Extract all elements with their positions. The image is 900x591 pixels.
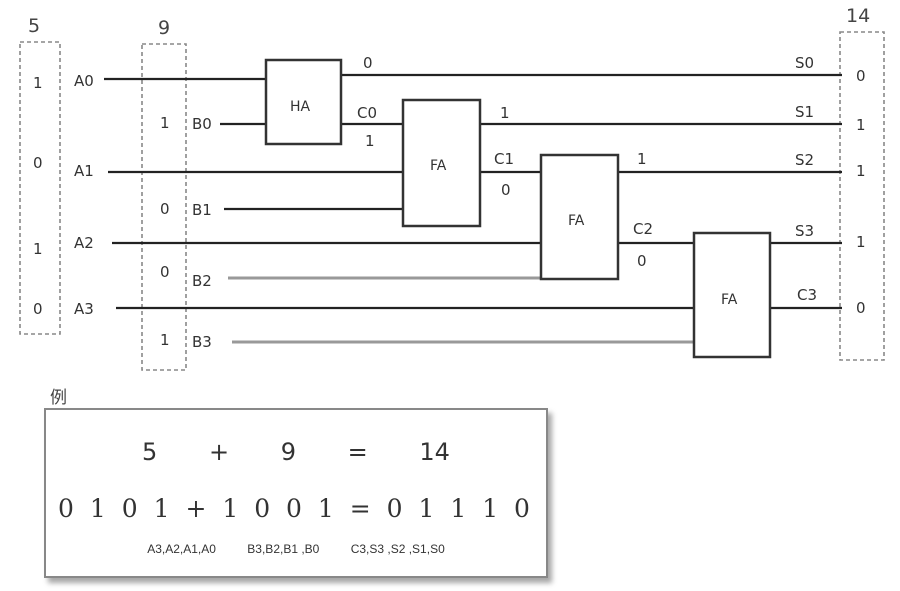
a-bit: 0 — [33, 300, 43, 318]
a-decimal: 5 — [28, 15, 40, 37]
sum-bit: 1 — [856, 233, 866, 251]
full-adder-gate-1 — [401, 98, 482, 228]
sum-bit: 0 — [856, 67, 866, 85]
b-bit: 1 — [160, 114, 170, 132]
carry-label: C2 — [633, 220, 653, 238]
output-label: C3 — [797, 286, 817, 304]
gate-label: FA — [721, 292, 738, 308]
gate-label: FA — [430, 158, 447, 174]
a-bit: 1 — [33, 240, 43, 258]
output-label: S3 — [795, 222, 814, 240]
bit-labels: A3,A2,A1,A0 — [147, 542, 216, 556]
wire-value: 1 — [365, 132, 375, 150]
sum-bit: 1 — [856, 162, 866, 180]
gate-label: FA — [568, 213, 585, 229]
decimal-term: 5 — [142, 438, 158, 466]
full-adder-gate-3 — [692, 231, 772, 359]
equals-sign: = — [347, 438, 368, 466]
wire-value: 0 — [501, 181, 511, 199]
sum-decimal: 14 — [846, 5, 870, 27]
bit-labels: B3,B2,B1 ,B0 — [247, 542, 320, 556]
b-bit: 0 — [160, 200, 170, 218]
binary-equation: 0 1 0 1 + 1 0 0 1 = 0 1 1 1 0 — [58, 494, 534, 523]
half-adder-gate — [264, 58, 343, 146]
b-label: B2 — [192, 272, 212, 290]
decimal-term: 14 — [419, 438, 450, 466]
wire-value: 0 — [637, 252, 647, 270]
bit-labels: C3,S3 ,S2 ,S1,S0 — [350, 542, 445, 556]
a-label: A0 — [74, 72, 94, 90]
example-box: 5 + 9 = 14 0 1 0 1 + 1 0 0 1 = 0 1 1 1 0… — [44, 408, 548, 578]
decimal-term: 9 — [280, 438, 296, 466]
output-label: S0 — [795, 54, 814, 72]
a-bit: 1 — [33, 74, 43, 92]
carry-label: C0 — [357, 104, 377, 122]
output-label: S1 — [795, 103, 814, 121]
gate-label: HA — [290, 99, 311, 115]
a-input-group — [19, 41, 61, 335]
a-label: A2 — [74, 234, 94, 252]
wire-value: 1 — [500, 104, 510, 122]
example-title: 例 — [50, 388, 67, 408]
b-input-group — [141, 43, 187, 371]
b-label: B3 — [192, 333, 212, 351]
b-bit: 0 — [160, 263, 170, 281]
wire-value: 0 — [363, 54, 373, 72]
a-bit: 0 — [33, 154, 43, 172]
plus-sign: + — [208, 438, 230, 466]
b-label: B1 — [192, 201, 212, 219]
b-label: B0 — [192, 115, 212, 133]
wire-value: 1 — [637, 150, 647, 168]
sum-output-group — [839, 31, 885, 361]
a-label: A3 — [74, 300, 94, 318]
sum-bit: 1 — [856, 116, 866, 134]
bit-labels-row: A3,A2,A1,A0 B3,B2,B1 ,B0 C3,S3 ,S2 ,S1,S… — [46, 542, 546, 556]
output-label: S2 — [795, 151, 814, 169]
carry-label: C1 — [494, 150, 514, 168]
full-adder-gate-2 — [539, 153, 620, 281]
a-label: A1 — [74, 162, 94, 180]
b-decimal: 9 — [158, 17, 170, 39]
b-bit: 1 — [160, 331, 170, 349]
sum-bit: 0 — [856, 299, 866, 317]
decimal-equation: 5 + 9 = 14 — [46, 438, 546, 466]
